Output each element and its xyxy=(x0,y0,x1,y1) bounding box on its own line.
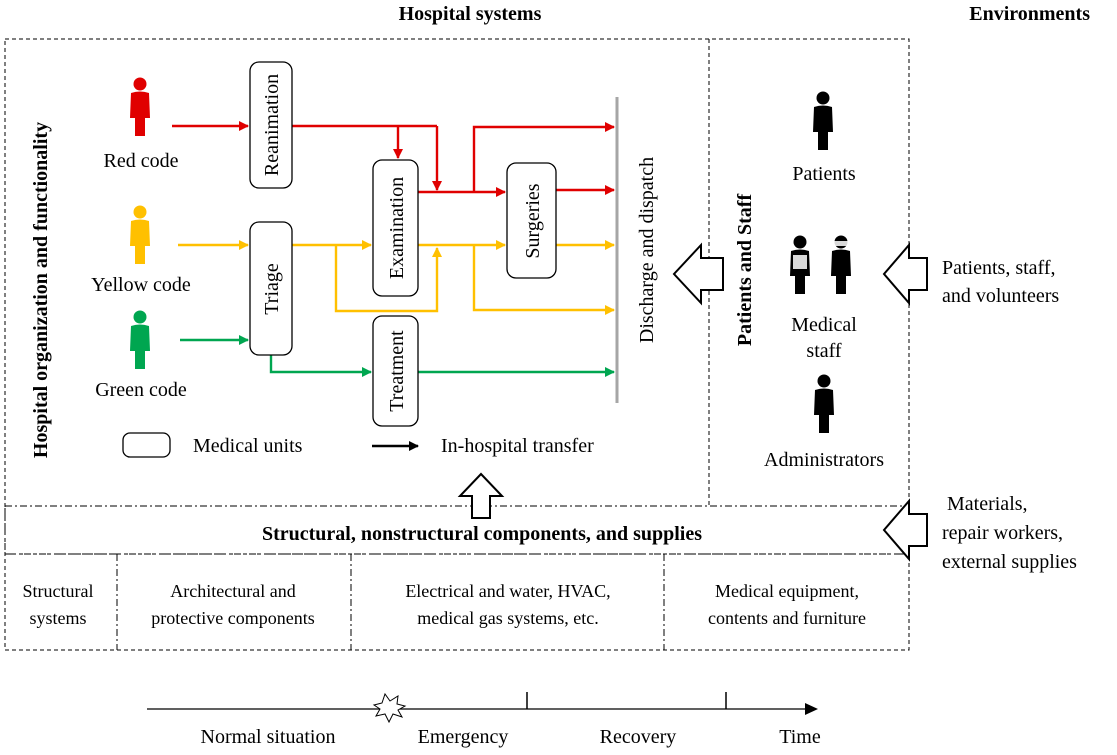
yellow-code-person-icon xyxy=(130,205,150,264)
timeline-time: Time xyxy=(779,726,821,748)
environments-header: Environments xyxy=(969,3,1090,25)
hospital-org-label: Hospital organization and functionality xyxy=(30,122,52,458)
environment-to-staff-arrow xyxy=(882,242,928,306)
reanimation-label: Reanimation xyxy=(261,74,283,176)
triage-unit xyxy=(249,221,293,356)
administrators-label: Administrators xyxy=(764,449,884,471)
component-electrical-line2: medical gas systems, etc. xyxy=(417,608,598,628)
examination-label: Examination xyxy=(386,177,408,279)
input-materials-line2: repair workers, xyxy=(942,522,1063,544)
hospital-systems-header: Hospital systems xyxy=(399,3,542,25)
components-to-hospital-arrow xyxy=(457,472,505,519)
administrator-person-icon xyxy=(814,374,834,433)
emergency-burst-icon xyxy=(372,692,407,724)
yellow-loop-arrow xyxy=(334,245,442,313)
timeline-normal: Normal situation xyxy=(201,726,336,748)
input-patients-staff-line2: and volunteers xyxy=(942,285,1059,307)
examination-unit xyxy=(372,159,419,297)
patients-staff-label: Patients and Staff xyxy=(734,194,756,347)
red-code-person-icon xyxy=(130,77,150,136)
input-materials-line3: external supplies xyxy=(942,551,1077,573)
components-band xyxy=(4,505,910,555)
hospital-systems-frame xyxy=(4,38,910,651)
component-structural-line1: Structural xyxy=(23,581,94,601)
timeline-emergency: Emergency xyxy=(418,726,509,748)
legend-medical-units: Medical units xyxy=(193,435,303,457)
input-patients-staff-line1: Patients, staff, xyxy=(942,257,1056,279)
input-materials-line1: Materials, xyxy=(947,493,1028,515)
treatment-label: Treatment xyxy=(386,330,408,412)
surgeries-unit xyxy=(506,162,557,279)
medical-staff-label-line2: staff xyxy=(806,340,842,362)
component-equipment-line2: contents and furniture xyxy=(708,608,866,628)
patients-label: Patients xyxy=(792,163,856,185)
green-to-treatment-arrow xyxy=(269,355,372,377)
medical-staff-icon xyxy=(790,235,851,294)
component-equipment-line1: Medical equipment, xyxy=(715,581,859,601)
surgeries-label: Surgeries xyxy=(522,183,544,258)
component-architectural-line2: protective components xyxy=(151,608,314,628)
component-architectural-line1: Architectural and xyxy=(170,581,295,601)
green-code-person-icon xyxy=(130,310,150,369)
environment-to-components-arrow xyxy=(882,498,928,562)
patient-person-icon xyxy=(813,91,833,150)
discharge-label: Discharge and dispatch xyxy=(636,157,658,343)
reanimation-unit xyxy=(249,61,293,189)
timeline-recovery: Recovery xyxy=(600,726,677,748)
red-code-label: Red code xyxy=(104,150,179,172)
yellow-code-label: Yellow code xyxy=(91,274,191,296)
component-structural-line2: systems xyxy=(29,608,86,628)
legend-unit-swatch xyxy=(122,432,171,458)
green-code-label: Green code xyxy=(95,379,187,401)
medical-staff-label-line1: Medical xyxy=(791,314,857,336)
treatment-unit xyxy=(372,315,419,427)
component-electrical-line1: Electrical and water, HVAC, xyxy=(405,581,610,601)
timeline-arrowhead xyxy=(805,703,818,715)
staff-to-hospital-arrow xyxy=(672,242,724,306)
components-title: Structural, nonstructural components, an… xyxy=(262,523,702,545)
legend-transfer: In-hospital transfer xyxy=(441,435,594,457)
yellow-to-discharge-lower-arrow xyxy=(472,245,615,315)
red-to-discharge-top-arrow xyxy=(472,122,615,192)
triage-label: Triage xyxy=(261,263,283,315)
